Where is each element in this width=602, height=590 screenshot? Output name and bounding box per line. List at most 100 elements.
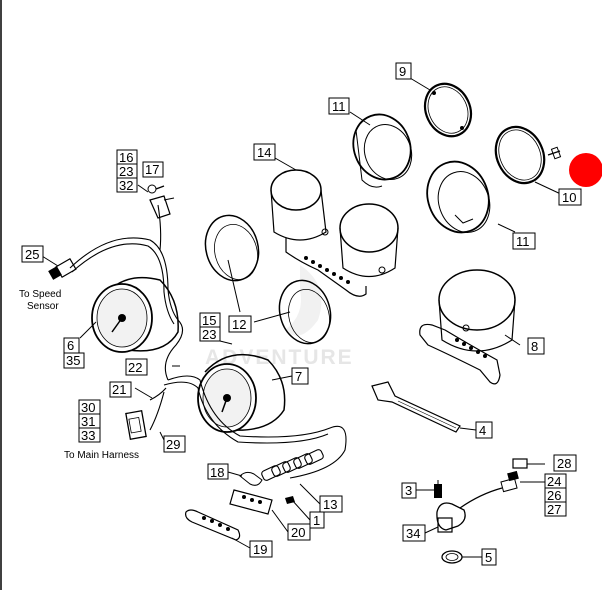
callout-31[interactable]: 31 xyxy=(78,413,101,429)
callout-30[interactable]: 30 xyxy=(78,399,101,415)
bulb-socket-cluster-part-13 xyxy=(261,449,324,481)
svg-text:1: 1 xyxy=(313,513,320,528)
note-to-speed-sensor: To Speed xyxy=(19,289,61,300)
small-connector-part-32 xyxy=(149,195,175,219)
speed-sensor-connector-part-25 xyxy=(48,257,77,280)
svg-text:35: 35 xyxy=(66,353,80,368)
callout-23-top[interactable]: 23 xyxy=(116,163,138,179)
callout-12[interactable]: 12 xyxy=(228,315,252,333)
svg-text:23: 23 xyxy=(202,327,216,342)
gauge-cup-part-11-right xyxy=(426,160,491,234)
svg-text:27: 27 xyxy=(547,502,561,517)
callout-33[interactable]: 33 xyxy=(78,427,101,443)
rubber-ring-part-12-right xyxy=(278,279,332,345)
lamp-board-part-19 xyxy=(185,509,241,541)
callout-16[interactable]: 16 xyxy=(116,149,138,165)
bulb-part-1 xyxy=(285,496,295,504)
callout-13[interactable]: 13 xyxy=(319,495,343,513)
callout-14[interactable]: 14 xyxy=(253,143,276,161)
speedometer-gauge-part-6 xyxy=(91,276,179,353)
cable-tie-part-4 xyxy=(371,381,461,433)
svg-text:34: 34 xyxy=(406,526,420,541)
watermark-text: ADVENTURE xyxy=(205,346,354,369)
svg-text:10: 10 xyxy=(562,190,576,205)
callout-5[interactable]: 5 xyxy=(481,548,497,566)
callout-29[interactable]: 29 xyxy=(163,435,186,453)
svg-text:24: 24 xyxy=(547,474,561,489)
callout-19[interactable]: 19 xyxy=(249,540,273,558)
callout-11-right[interactable]: 11 xyxy=(512,232,536,250)
clip-part-28 xyxy=(512,458,528,469)
red-marker-dot[interactable] xyxy=(569,153,602,187)
screw-part-17 xyxy=(147,184,165,194)
callout-6[interactable]: 6 xyxy=(63,337,80,354)
svg-text:19: 19 xyxy=(253,542,267,557)
svg-text:8: 8 xyxy=(531,339,538,354)
callout-25[interactable]: 25 xyxy=(21,245,44,263)
callout-27[interactable]: 27 xyxy=(544,501,567,517)
svg-text:26: 26 xyxy=(547,488,561,503)
callout-20[interactable]: 20 xyxy=(287,523,311,541)
callout-7[interactable]: 7 xyxy=(291,367,309,385)
callout-22[interactable]: 22 xyxy=(125,358,148,376)
callout-18[interactable]: 18 xyxy=(207,463,229,480)
note-sensor: Sensor xyxy=(27,301,59,312)
callout-32[interactable]: 32 xyxy=(116,177,138,193)
svg-text:31: 31 xyxy=(81,414,95,429)
callout-24[interactable]: 24 xyxy=(544,473,567,489)
callout-17[interactable]: 17 xyxy=(142,161,164,178)
callout-3[interactable]: 3 xyxy=(401,482,417,499)
screw-part-3 xyxy=(434,480,442,498)
svg-text:18: 18 xyxy=(210,465,224,480)
svg-text:33: 33 xyxy=(81,428,95,443)
svg-text:32: 32 xyxy=(119,178,133,193)
note-to-main-harness: To Main Harness xyxy=(64,450,139,461)
svg-text:28: 28 xyxy=(557,456,571,471)
svg-text:11: 11 xyxy=(516,234,530,249)
svg-text:13: 13 xyxy=(323,497,337,512)
twin-gauge-housing-part-14 xyxy=(270,169,399,297)
bezel-ring-part-10 xyxy=(494,125,562,185)
svg-text:20: 20 xyxy=(291,525,305,540)
svg-text:9: 9 xyxy=(399,64,406,79)
svg-text:25: 25 xyxy=(25,247,39,262)
sensor-assembly-part-34 xyxy=(436,470,519,533)
svg-text:29: 29 xyxy=(166,437,180,452)
callout-23-mid[interactable]: 23 xyxy=(199,326,221,342)
svg-text:5: 5 xyxy=(485,550,492,565)
callout-28[interactable]: 28 xyxy=(553,454,577,472)
svg-text:6: 6 xyxy=(67,338,74,353)
bezel-ring-part-9 xyxy=(423,82,473,138)
svg-text:3: 3 xyxy=(405,483,412,498)
tachometer-gauge-part-7 xyxy=(197,353,286,433)
svg-text:22: 22 xyxy=(128,360,142,375)
callout-9[interactable]: 9 xyxy=(395,62,412,80)
callout-10[interactable]: 10 xyxy=(558,188,582,206)
svg-text:12: 12 xyxy=(232,317,246,332)
callout-1[interactable]: 1 xyxy=(309,511,325,529)
svg-text:16: 16 xyxy=(119,150,133,165)
callout-34[interactable]: 34 xyxy=(402,524,426,542)
svg-text:4: 4 xyxy=(479,423,486,438)
svg-text:30: 30 xyxy=(81,400,95,415)
bulb-part-18 xyxy=(239,471,263,486)
callout-4[interactable]: 4 xyxy=(475,421,493,439)
svg-text:21: 21 xyxy=(112,382,126,397)
callout-8[interactable]: 8 xyxy=(527,337,545,355)
svg-text:14: 14 xyxy=(257,145,271,160)
lamp-strip-part-20 xyxy=(229,489,273,515)
callout-26[interactable]: 26 xyxy=(544,487,567,503)
callout-11-top[interactable]: 11 xyxy=(328,97,350,115)
gauge-cup-part-11-top xyxy=(352,113,413,188)
callout-35[interactable]: 35 xyxy=(63,352,85,369)
main-harness-connector-part-33 xyxy=(125,410,147,440)
svg-text:23: 23 xyxy=(119,164,133,179)
callout-15[interactable]: 15 xyxy=(199,312,221,328)
callout-21[interactable]: 21 xyxy=(109,381,132,398)
wiring-harness xyxy=(69,204,347,479)
o-ring-part-5 xyxy=(441,550,463,564)
leader-lines xyxy=(41,77,566,558)
rubber-ring-part-12-left xyxy=(204,214,260,282)
svg-text:17: 17 xyxy=(145,162,159,177)
